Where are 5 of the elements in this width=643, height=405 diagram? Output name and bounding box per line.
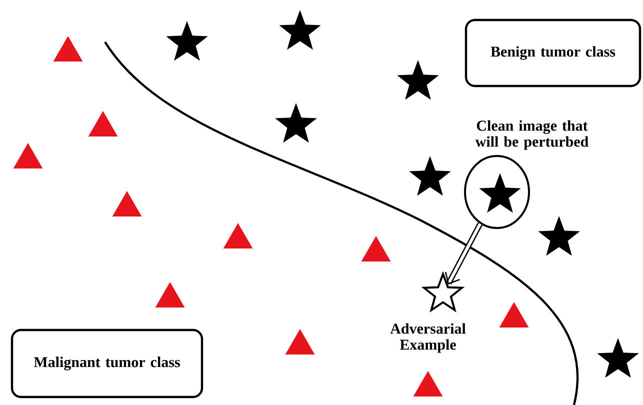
double-arrow xyxy=(444,222,483,285)
star-caption: Clean image that will be perturbed xyxy=(475,120,588,150)
class-label-box: Benign tumor class xyxy=(464,18,642,88)
class-label-box: Malignant tumor class xyxy=(10,328,204,398)
star-caption: Adversarial Example xyxy=(390,323,466,353)
